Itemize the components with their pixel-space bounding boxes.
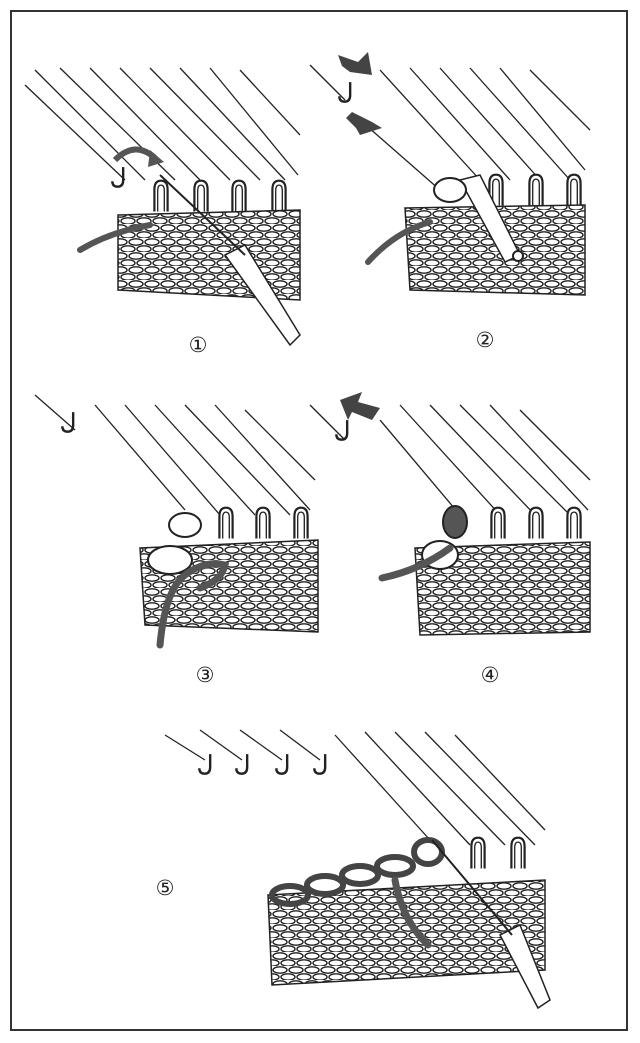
stitch-loops: [153, 179, 287, 212]
step-label-4: ④: [480, 663, 500, 687]
needle-bed-lines: [309, 64, 591, 191]
step-label-3: ③: [195, 663, 215, 687]
latch-needle-icon: [338, 80, 352, 103]
needle-bed-lines: [34, 394, 316, 516]
step-2-illustration: [309, 52, 591, 296]
transfer-tool-icon: [498, 923, 551, 1010]
needle-bed-lines: [309, 404, 591, 516]
needle-bed-lines: [164, 729, 546, 846]
yarn-strand-icon: [77, 222, 153, 253]
stitch-loops: [488, 173, 582, 206]
yarn-strand-icon: [378, 544, 454, 582]
knitted-fabric: [404, 204, 586, 296]
stitch-loops: [490, 506, 582, 539]
latch-needle-icon: [61, 410, 75, 433]
knitted-fabric: [267, 879, 546, 986]
arrow-icon: [112, 146, 158, 163]
step-1-illustration: [24, 67, 301, 347]
diagram-frame: [10, 10, 628, 1031]
yarn-strand-icon: [156, 560, 230, 649]
step-label-1: ①: [188, 333, 208, 357]
step-4-illustration: [309, 392, 591, 636]
step-label-5: ⑤: [155, 876, 175, 900]
latch-needle-row: [198, 752, 327, 775]
arrow-icon: [340, 392, 380, 420]
arrow-icon: [338, 52, 372, 75]
step-label-2: ②: [475, 328, 495, 352]
yarn-strand-icon: [365, 219, 433, 265]
stitch-loops: [218, 506, 309, 539]
step-5-illustration: [164, 729, 551, 1010]
stitch-loops: [470, 836, 526, 869]
needle-bed-lines: [24, 67, 301, 181]
arrow-icon: [148, 150, 164, 167]
yarn-strand-icon: [391, 876, 432, 949]
step-3-illustration: [34, 394, 319, 649]
bound-off-chain: [269, 837, 445, 907]
arrow-icon: [346, 112, 382, 135]
knitted-fabric: [414, 541, 591, 636]
